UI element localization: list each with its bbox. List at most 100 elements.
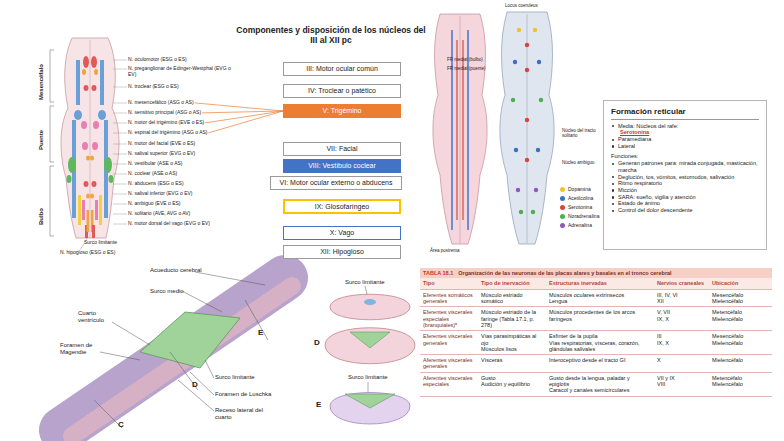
table-cell: Músculo estriado de la faringe (Tabla 17…	[478, 307, 546, 330]
table-cell: Tipo de inervación	[478, 278, 546, 288]
table-cell: Esfínter de la pupilaVías respiratorias,…	[546, 331, 654, 354]
nucleus-column-ellipse	[93, 121, 99, 129]
brainstem-dots-circle	[525, 158, 529, 162]
structure-label: Foramen de Luschka	[215, 391, 271, 398]
bullet-item: Deglución, tos, vómitos, estornudos, sal…	[611, 174, 759, 181]
leader-line	[113, 69, 127, 70]
brainstem-dots-circle	[534, 188, 538, 192]
leader-line	[113, 174, 127, 175]
bullet-item: Lateral	[611, 143, 759, 150]
table-header: Estructuras inervadas	[549, 280, 651, 286]
leader-line-line	[368, 382, 369, 392]
table-cell: III, IV, VIXII	[654, 290, 709, 307]
bullet-item: Generan patrones para: mirada conjugada,…	[611, 160, 759, 173]
region-label: Puente	[38, 130, 45, 150]
box-text: IV: Troclear o patético	[308, 87, 376, 95]
table-cell-text: Aferentes viscerales especiales	[423, 375, 475, 388]
legend-swatch	[560, 196, 565, 201]
brainstem-schematic	[61, 38, 119, 238]
brainstem-3d-polygon	[140, 312, 240, 368]
brainstem-dots-circle	[519, 210, 523, 214]
bullet-text: Lateral	[618, 143, 759, 150]
table-cell-text: Músculo estriado de la faringe (Tabla 17…	[481, 309, 543, 328]
leader-line	[113, 214, 127, 215]
leader-line-line	[190, 372, 214, 395]
legend-row: Adrenalina	[560, 222, 599, 228]
table-cell: VII y IXVIII	[654, 373, 709, 396]
bullet-item: Media: Núcleos del rafe:	[611, 123, 759, 130]
table-row: Eferentes somáticos generalesMúsculo est…	[420, 290, 772, 308]
legend-row: Dopamina	[560, 186, 599, 192]
table-cell-text: Caracol y canales semicirculares	[549, 387, 651, 393]
nerve-box: VI: Motor ocular externo o abducens	[270, 176, 402, 190]
brainstem-dots-circle	[511, 98, 515, 102]
table-cell-text: Mielencéfalo	[712, 298, 769, 304]
nucleus-column-ellipse	[83, 56, 89, 68]
leader-line	[113, 204, 127, 205]
table-cell-text: Gusto	[481, 375, 543, 381]
legend-swatch	[560, 205, 565, 210]
structure-label: Acueducto cerebral	[150, 267, 202, 274]
table-cell-text: IX, X	[657, 316, 706, 322]
table-cell: X	[654, 355, 709, 372]
table-number: TABLA 18.1	[423, 270, 453, 276]
nucleus-column-ellipse	[90, 156, 94, 161]
bullet-text: Control del dolor descendente	[618, 207, 759, 214]
bullet-text: Micción	[618, 187, 759, 194]
nucleus-label: N. espinal del trigémino (ASG o AS)	[128, 130, 207, 136]
table-header: Tipo	[423, 280, 475, 286]
cross-section	[325, 294, 415, 424]
cross-section-path	[330, 393, 410, 425]
table-cell: Músculos oculares extrínsecosLengua	[546, 290, 654, 307]
leader-line	[113, 144, 127, 145]
box-text: VIII: Vestíbulo coclear	[308, 162, 376, 170]
table-cell-text: Vísceras	[481, 357, 543, 363]
leader-line	[113, 103, 127, 104]
structure-label: Surco medio	[150, 288, 184, 295]
nucleus-label: N. ambiguo (EVE o ES)	[128, 201, 181, 207]
legend-text: Adrenalina	[568, 222, 592, 228]
nucleus-label: N. motor del trigémino (EVE o ES)	[128, 120, 204, 126]
legend-row: Noradrenalina	[560, 213, 599, 219]
bullet-item: Estado de ánimo	[611, 200, 759, 207]
brainstem-pink	[433, 14, 487, 244]
legend-text: Dopamina	[568, 186, 591, 192]
table-cell-text: Músculos procedentes de los arcos faríng…	[549, 309, 651, 322]
nucleus-column-ellipse	[109, 175, 114, 183]
leader-line	[205, 111, 283, 123]
cross-section-path	[325, 328, 415, 364]
table-row: Aferentes viscerales especialesGustoAudi…	[420, 373, 772, 397]
box-text: VI: Motor ocular externo o abducens	[280, 179, 393, 187]
table-title-band: TABLA 18.1Organización de las neuronas d…	[420, 268, 772, 278]
cross-section-ellipse	[364, 299, 376, 305]
table-cell: Músculo estriado somático	[478, 290, 546, 307]
brainstem-dots-circle	[516, 188, 520, 192]
table-cell-text: Vías parasimpáticas al ojo	[481, 333, 543, 346]
brainstem-3d	[62, 278, 292, 436]
leader-line	[113, 184, 127, 185]
structure-label: FR medial (puente)	[447, 66, 486, 71]
table-cell: MesencéfaloMielencéfalo	[709, 290, 772, 307]
leader-line	[113, 164, 127, 165]
table-cell-text: Metencéfalo	[712, 309, 769, 315]
brainstem-dots-circle	[525, 118, 529, 122]
bullet-dot	[612, 183, 614, 185]
brainstem-dots-path	[500, 12, 554, 244]
table-cell-text: IX, X	[657, 340, 706, 346]
leader-line	[113, 123, 127, 124]
region-bracket	[50, 50, 54, 236]
leader-line-line	[100, 352, 140, 360]
box-text: X: Vago	[330, 229, 354, 237]
bullet-item: Control del dolor descendente	[611, 207, 759, 214]
structure-label: Surco limitante	[348, 374, 388, 381]
region-bracket-path	[50, 106, 54, 162]
bullet-item: Micción	[611, 187, 759, 194]
box-text: Funciones:	[611, 153, 759, 160]
bullet-dot	[612, 210, 614, 212]
leader-line	[208, 111, 283, 133]
nerve-box: X: Vago	[283, 226, 401, 240]
region-bracket-path	[50, 166, 54, 236]
section-letter: D	[314, 338, 320, 347]
region-label: Mesencéfalo	[38, 64, 45, 100]
leader-line	[113, 133, 127, 134]
